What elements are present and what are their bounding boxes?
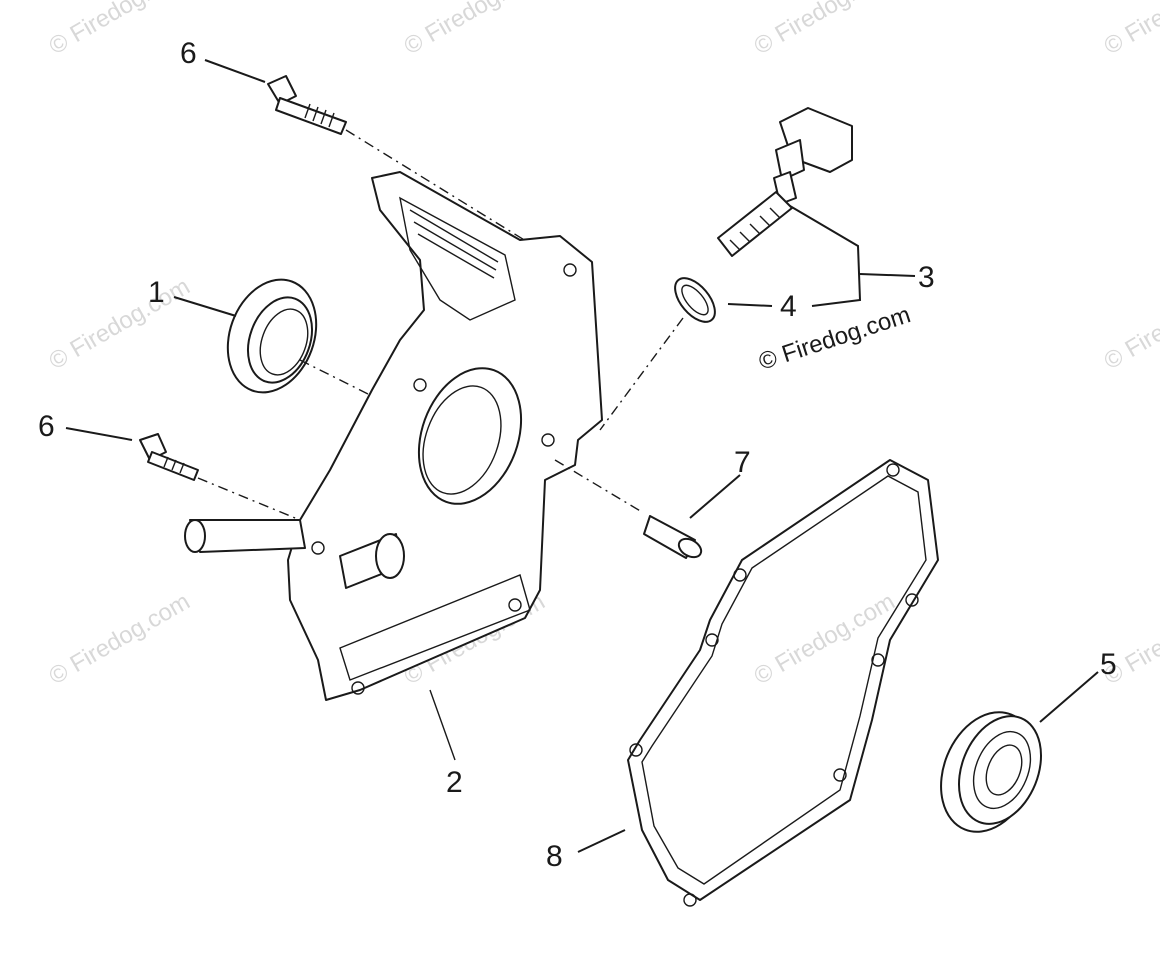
leader-line-6-top [204,59,266,83]
o-ring [599,277,773,431]
crankcase-cover [184,171,603,761]
oil-seal [226,278,381,401]
watermark-text: © Firedog.com [400,0,550,60]
bolt-left [139,433,301,521]
watermark-text: © Firedog.com [45,0,195,60]
callout-3: 3 [918,261,935,294]
callout-4: 4 [780,290,797,323]
callout-6-top: 6 [180,37,197,70]
dowel-pin [554,459,741,559]
dipstick [717,107,916,307]
watermark-layer: © Firedog.com © Firedog.com © Firedog.co… [45,0,1160,690]
callout-5: 5 [1100,648,1117,681]
callout-1: 1 [148,276,165,309]
bolt-top [267,75,561,263]
callout-2: 2 [446,766,463,799]
leader-line-1 [173,296,237,317]
watermark-text: © Firedog.com [45,273,195,375]
watermark-text: © Firedog.com [1100,0,1160,60]
callout-8: 8 [546,840,563,873]
gasket [577,459,939,907]
bearing [940,671,1099,833]
callout-6-left: 6 [38,410,55,443]
watermark-text: © Firedog.com [750,0,900,60]
leader-line-6-left [65,427,133,441]
callout-7: 7 [734,446,751,479]
watermark-text: © Firedog.com [1100,273,1160,375]
watermark-text: © Firedog.com [45,588,195,690]
